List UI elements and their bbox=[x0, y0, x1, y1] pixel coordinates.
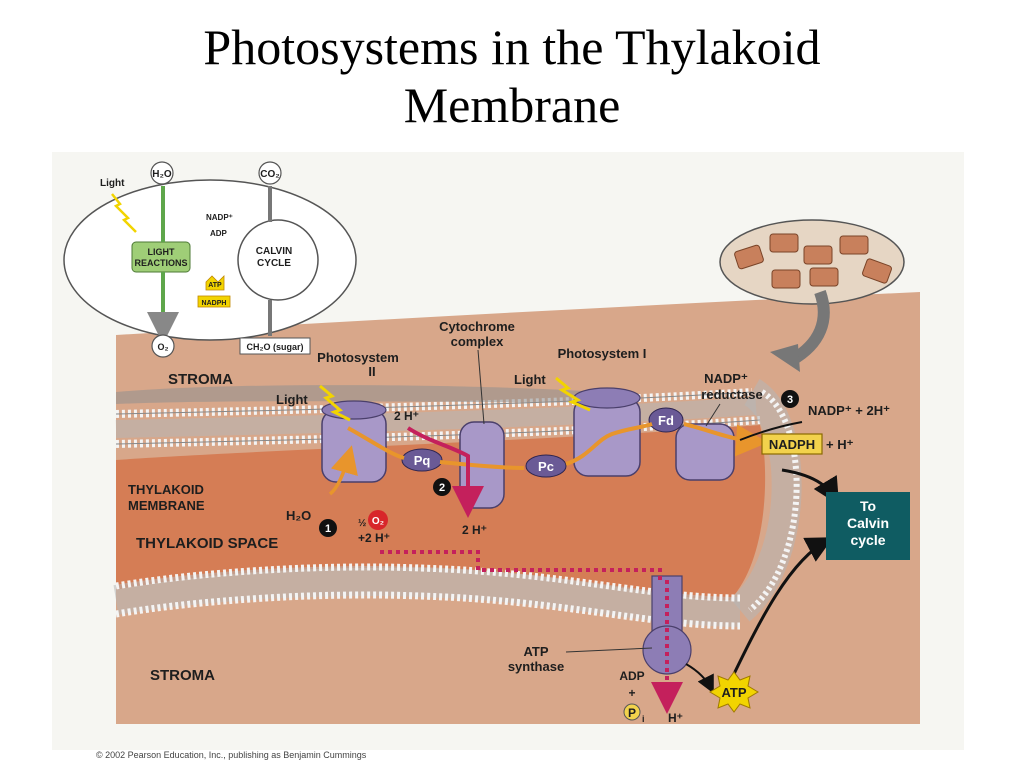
inset-o2-label: O₂ bbox=[158, 342, 169, 352]
photosystem-i-label: Photosystem I bbox=[558, 346, 647, 361]
two-h-top-label: 2 H⁺ bbox=[394, 409, 419, 423]
stroma-bottom-label: STROMA bbox=[150, 667, 215, 684]
svg-text:Pc: Pc bbox=[538, 459, 554, 474]
thylakoid-membrane-label-2: MEMBRANE bbox=[128, 498, 205, 513]
step-2-label: 2 bbox=[439, 482, 445, 494]
to-calvin-cycle-box bbox=[826, 492, 910, 560]
light-label-ps1: Light bbox=[514, 372, 546, 387]
step-3-badge bbox=[781, 390, 799, 408]
photosystem-ii-label-1: Photosystem bbox=[317, 350, 399, 365]
inset-light-bolt bbox=[111, 193, 137, 233]
nadp-reductase-arrow bbox=[739, 421, 803, 441]
light-bolt-ps2 bbox=[319, 384, 351, 422]
o2-circle bbox=[368, 510, 388, 530]
inset-nadph-label: NADPH bbox=[202, 300, 227, 307]
stroma-top-label: STROMA bbox=[168, 371, 233, 388]
nadp-reductase-complex bbox=[675, 423, 735, 481]
membrane-curve bbox=[729, 379, 802, 622]
atp-star bbox=[709, 671, 759, 713]
nadph-box bbox=[761, 433, 823, 455]
adp-label: ADP bbox=[619, 669, 644, 683]
pi-circle bbox=[623, 703, 641, 721]
h2o-label: H₂O bbox=[286, 508, 311, 523]
cytochrome-label-2: complex bbox=[451, 334, 505, 349]
adp-to-atp-arrow bbox=[685, 663, 714, 694]
credit-line: © 2002 Pearson Education, Inc., publishi… bbox=[96, 750, 367, 760]
nadp-plus-2h-label: NADP⁺ + 2H⁺ bbox=[808, 403, 890, 418]
svg-text:Fd: Fd bbox=[658, 413, 674, 428]
light-label-ps2: Light bbox=[276, 392, 308, 407]
thylakoid-space-label: THYLAKOID SPACE bbox=[136, 535, 278, 552]
step-2-badge bbox=[433, 478, 451, 496]
to-calvin-line-1: To bbox=[860, 498, 876, 514]
chloroplast-thumbnail bbox=[719, 219, 905, 372]
fd-carrier: Fd bbox=[648, 407, 684, 433]
photosystem-i bbox=[573, 387, 641, 477]
inset-light-label: Light bbox=[100, 178, 125, 189]
atp-label: ATP bbox=[721, 685, 746, 700]
o2-label: O₂ bbox=[372, 516, 384, 527]
step-1-label: 1 bbox=[325, 523, 331, 535]
electron-flow-path bbox=[347, 424, 760, 468]
two-h-mid-label: 2 H⁺ bbox=[462, 523, 487, 537]
atp-synthase-label-2: synthase bbox=[508, 659, 564, 674]
nadp-reductase-label-2: reductase bbox=[701, 387, 762, 402]
step-3-label: 3 bbox=[787, 394, 793, 406]
to-calvin-line-2: Calvin bbox=[847, 515, 889, 531]
inset-sugar-label: CH₂O (sugar) bbox=[246, 342, 303, 352]
chloroplast-inset bbox=[63, 161, 357, 358]
slide-title-line-1: Photosystems in the Thylakoid bbox=[203, 19, 821, 75]
proton-pump-arrow bbox=[406, 426, 484, 518]
pi-subscript: i bbox=[642, 714, 645, 724]
photosystem-ii-label-2: II bbox=[368, 364, 375, 379]
nadph-label: NADPH bbox=[769, 437, 815, 452]
slide-title: Photosystems in the Thylakoid Membrane bbox=[0, 18, 1024, 134]
inset-light-reactions-2: REACTIONS bbox=[134, 258, 187, 268]
h-plus-label: H⁺ bbox=[668, 711, 683, 725]
proton-diffusion-path bbox=[380, 550, 662, 580]
atp-synthase-label-1: ATP bbox=[523, 644, 548, 659]
inset-co2-label: CO₂ bbox=[260, 169, 279, 180]
inset-h2o-label: H₂O bbox=[152, 169, 172, 180]
inset-calvin-2: CYCLE bbox=[257, 258, 291, 269]
photosystem-ii bbox=[321, 400, 387, 483]
step-1-badge bbox=[319, 519, 337, 537]
light-bolt-ps1 bbox=[555, 376, 591, 412]
pq-carrier: Pq bbox=[401, 448, 443, 472]
atp-to-calvin-arrow bbox=[730, 537, 834, 679]
to-calvin-line-3: cycle bbox=[850, 532, 885, 548]
inset-calvin-1: CALVIN bbox=[256, 246, 292, 257]
inset-atp-label: ATP bbox=[208, 282, 222, 289]
inset-nadp-label: NADP⁺ bbox=[206, 213, 233, 222]
cytochrome-label-1: Cytochrome bbox=[439, 319, 515, 334]
nadp-reductase-label-1: NADP⁺ bbox=[704, 371, 748, 386]
water-to-ps2-arrow bbox=[328, 445, 358, 496]
plus-2h-label: +2 H⁺ bbox=[358, 531, 390, 545]
inset-light-reactions-1: LIGHT bbox=[148, 247, 175, 257]
thylakoid-membrane-label-1: THYLAKOID bbox=[128, 482, 204, 497]
plus-label: + bbox=[628, 686, 635, 700]
slide-title-line-2: Membrane bbox=[403, 77, 621, 133]
pc-carrier: Pc bbox=[525, 454, 567, 478]
pi-label: P bbox=[628, 706, 636, 720]
svg-text:Pq: Pq bbox=[414, 453, 431, 468]
inset-adp-label: ADP bbox=[210, 229, 228, 238]
half-label: ½ bbox=[358, 518, 366, 529]
plus-h-label: + H⁺ bbox=[826, 437, 854, 452]
